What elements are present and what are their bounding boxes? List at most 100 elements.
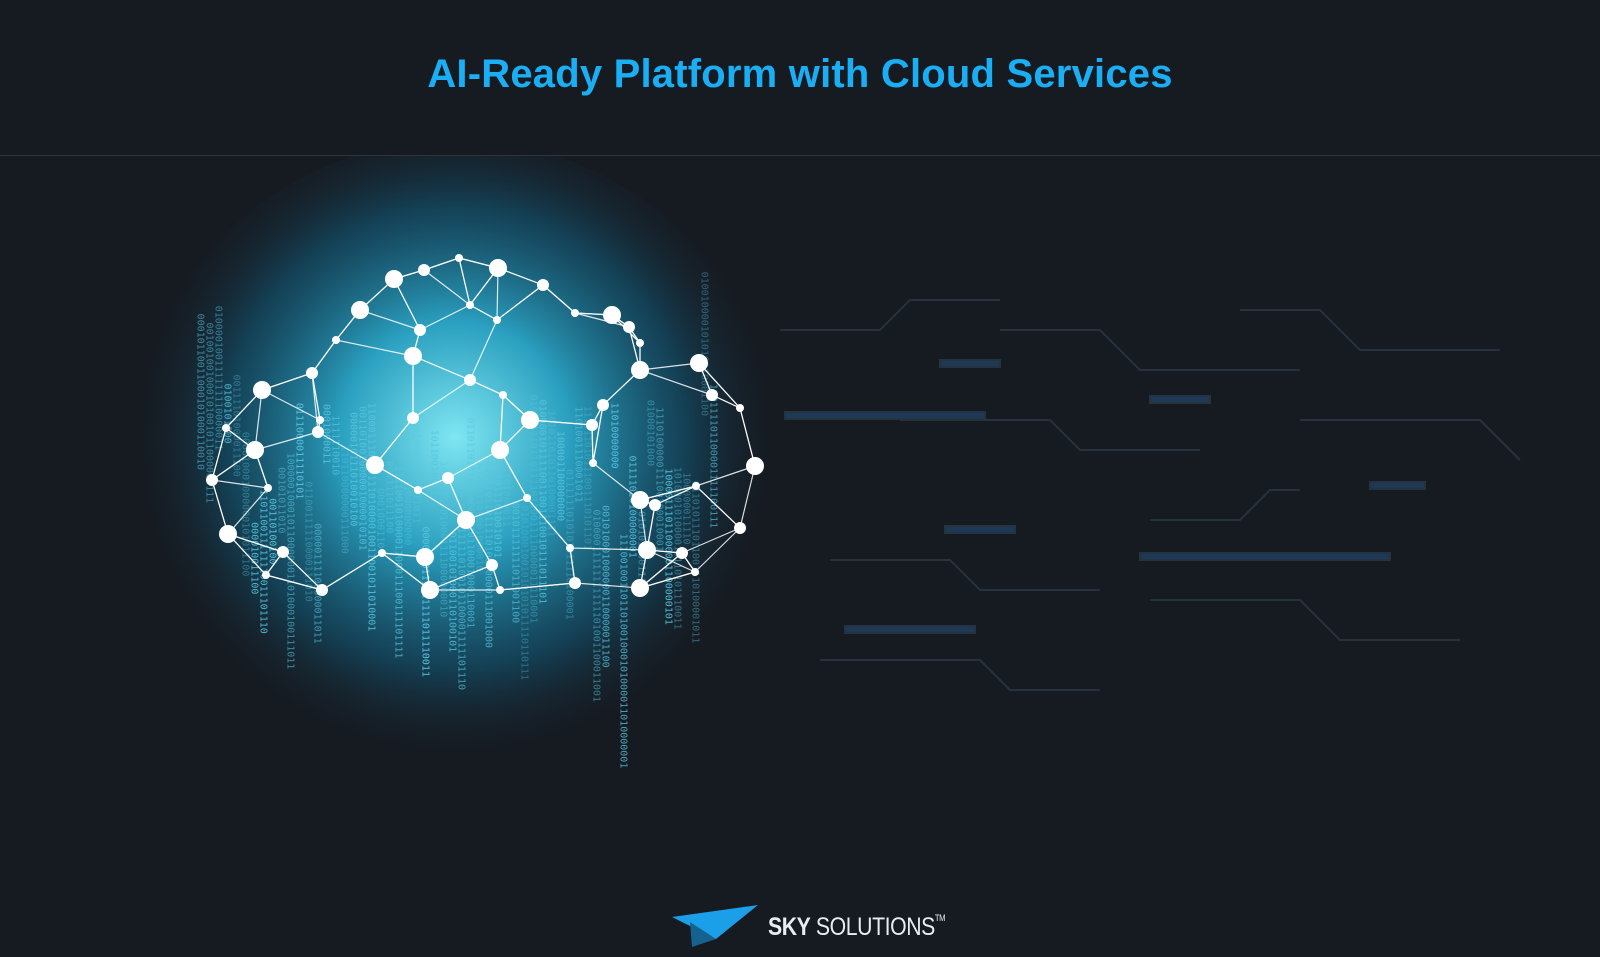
binary-column: 00101111111011001100 xyxy=(510,503,521,623)
network-edge xyxy=(526,497,571,549)
network-edge xyxy=(261,389,321,421)
network-node xyxy=(464,374,476,386)
network-node xyxy=(385,270,403,288)
binary-column: 00101011010 xyxy=(276,467,287,533)
network-edge xyxy=(381,552,431,591)
binary-column: 11110010100001100011100111101111 xyxy=(393,466,404,659)
network-node xyxy=(706,389,718,401)
binary-column: 00111101000011100 xyxy=(231,374,242,476)
network-node xyxy=(636,339,644,347)
network-edge xyxy=(639,485,697,501)
circuit-bar xyxy=(939,359,1001,368)
circuit-bar xyxy=(1369,481,1426,490)
binary-column: 100001100000000 xyxy=(555,431,566,521)
network-node xyxy=(569,577,581,589)
network-node xyxy=(316,416,324,424)
binary-column: 110110011111110011101110 xyxy=(258,489,269,634)
binary-column: 010000100111111110000011 xyxy=(213,306,224,451)
network-edge xyxy=(335,339,414,357)
network-edge xyxy=(542,284,576,314)
network-node xyxy=(442,472,454,484)
network-node xyxy=(418,264,430,276)
network-edge xyxy=(469,319,498,381)
circuit-trace xyxy=(820,659,1100,691)
network-node xyxy=(537,279,549,291)
network-edge xyxy=(359,309,421,331)
binary-column: 111001001101101001000101000011010000001 xyxy=(618,534,629,769)
network-edge xyxy=(639,362,700,371)
binary-column: 111010000011100100010001 xyxy=(654,407,665,552)
network-edge xyxy=(211,479,229,535)
network-edge xyxy=(591,424,594,464)
circuit-trace xyxy=(780,299,1000,331)
network-edge xyxy=(529,419,593,426)
network-edge xyxy=(469,304,498,321)
network-node xyxy=(414,324,426,336)
binary-column: 10110010011 xyxy=(429,430,440,496)
brand-name-bold: SKY xyxy=(768,912,811,941)
network-mesh xyxy=(206,254,764,599)
header-divider xyxy=(0,155,1600,156)
network-edge xyxy=(227,533,267,576)
binary-column: 11010000000 xyxy=(609,402,620,468)
binary-column: 1101001110001011 xyxy=(573,406,584,502)
binary-column: 001111011100 xyxy=(384,461,395,533)
network-edge xyxy=(574,312,630,328)
network-node xyxy=(378,549,386,557)
network-node xyxy=(316,584,328,596)
circuit-trace xyxy=(1240,309,1500,351)
network-node xyxy=(589,459,597,467)
network-edge xyxy=(499,394,504,451)
network-node xyxy=(597,399,609,411)
network-node xyxy=(246,441,264,459)
network-node xyxy=(691,568,699,576)
network-edge xyxy=(739,465,756,529)
circuit-trace xyxy=(1300,419,1521,461)
network-edge xyxy=(321,552,383,591)
network-edge xyxy=(654,485,697,506)
network-node xyxy=(736,404,744,412)
network-node xyxy=(603,306,621,324)
network-edge xyxy=(739,407,756,467)
binary-column: 010011100001000010 xyxy=(474,463,485,571)
binary-column: 01000101000 xyxy=(645,400,656,466)
network-edge xyxy=(417,489,467,521)
binary-column: 011010111011001110100001011 xyxy=(690,481,701,644)
network-node xyxy=(631,491,649,509)
network-edge xyxy=(469,379,504,396)
network-edge xyxy=(592,404,604,464)
binary-column: 100000011110 xyxy=(681,472,692,544)
network-edge xyxy=(423,257,460,271)
binary-column: 0001000110 xyxy=(375,488,386,548)
network-node xyxy=(414,486,422,494)
network-node xyxy=(421,581,439,599)
network-node xyxy=(566,544,574,552)
binary-column: 0101101101111010010000111001000 xyxy=(483,461,494,648)
binary-column: 01111010100000001 xyxy=(627,456,638,558)
binary-column: 0000110111011111011110011 xyxy=(420,526,431,677)
network-node xyxy=(312,426,324,438)
network-edge xyxy=(419,304,471,331)
binary-column: 0000010111010010100 xyxy=(348,412,359,526)
binary-column: 00110100100 xyxy=(267,498,278,564)
network-node xyxy=(571,309,579,317)
network-node xyxy=(734,522,746,534)
binary-column: 001101001000001000010101 xyxy=(357,406,368,551)
binary-rain: 0001011001100010100011001000100100100010… xyxy=(195,272,719,769)
circuit-bar xyxy=(1149,395,1211,404)
network-node xyxy=(692,482,700,490)
circuit-trace xyxy=(830,559,1100,591)
network-edge xyxy=(592,462,641,501)
network-node xyxy=(206,474,218,486)
network-node xyxy=(366,456,384,474)
binary-column: 01100101000110100101 xyxy=(447,532,458,652)
network-edge xyxy=(695,465,756,487)
network-node xyxy=(649,499,661,511)
network-node xyxy=(631,579,649,597)
binary-column: 0001000011 xyxy=(321,404,332,464)
network-node xyxy=(496,586,504,594)
network-node xyxy=(493,316,501,324)
binary-column: 101011010110100001111 xyxy=(546,410,557,536)
network-edge xyxy=(412,379,471,419)
binary-column: 100111101100001111100111 xyxy=(708,384,719,529)
